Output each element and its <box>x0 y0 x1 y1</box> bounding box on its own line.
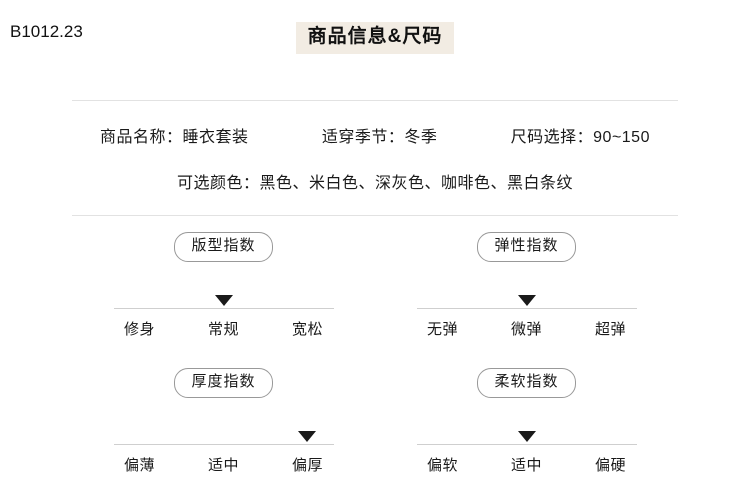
index-scale-thickness: 偏薄 适中 偏厚 <box>113 418 334 474</box>
index-scale-fit: 修身 常规 宽松 <box>113 282 334 338</box>
index-grid: 版型指数 修身 常规 宽松 弹性指数 无弹 微弹 超弹 厚度 <box>72 232 678 504</box>
scale-marker-thickness <box>298 430 317 442</box>
product-info-row-primary: 商品名称：睡衣套装 适穿季节：冬季 尺码选择：90~150 <box>72 123 678 147</box>
index-title-thickness: 厚度指数 <box>174 368 273 398</box>
colors-value: 黑色、米白色、深灰色、咖啡色、黑白条纹 <box>259 175 574 192</box>
index-title-elasticity: 弹性指数 <box>477 232 576 262</box>
scale-label-elasticity-2: 超弹 <box>594 320 626 338</box>
index-card-thickness: 厚度指数 偏薄 适中 偏厚 <box>72 368 375 504</box>
scale-line <box>113 443 334 445</box>
season-label: 适穿季节： <box>321 129 405 146</box>
index-card-fit: 版型指数 修身 常规 宽松 <box>72 232 375 368</box>
scale-label-softness-2: 偏硬 <box>594 456 626 474</box>
scale-marker-elasticity <box>517 294 536 306</box>
scale-label-elasticity-1: 微弹 <box>510 320 542 338</box>
scale-line <box>113 307 334 309</box>
scale-label-softness-0: 偏软 <box>426 456 458 474</box>
divider-top <box>72 100 678 101</box>
index-title-softness: 柔软指数 <box>477 368 576 398</box>
page-title: 商品信息&尺码 <box>295 22 455 54</box>
scale-line <box>416 307 637 309</box>
index-card-softness: 柔软指数 偏软 适中 偏硬 <box>375 368 678 504</box>
season-cell: 适穿季节：冬季 <box>322 123 438 147</box>
divider-bottom <box>72 215 678 216</box>
size-value: 90~150 <box>593 129 650 146</box>
scale-marker-fit <box>214 294 233 306</box>
season-value: 冬季 <box>404 129 438 146</box>
scale-label-fit-0: 修身 <box>123 320 155 338</box>
size-cell: 尺码选择：90~150 <box>511 123 650 147</box>
scale-label-fit-2: 宽松 <box>291 320 323 338</box>
index-card-elasticity: 弹性指数 无弹 微弹 超弹 <box>375 232 678 368</box>
page-title-wrapper: 商品信息&尺码 <box>0 22 750 54</box>
scale-label-elasticity-0: 无弹 <box>426 320 458 338</box>
index-title-fit: 版型指数 <box>174 232 273 262</box>
scale-label-softness-1: 适中 <box>510 456 542 474</box>
scale-label-thickness-0: 偏薄 <box>123 456 155 474</box>
index-scale-elasticity: 无弹 微弹 超弹 <box>416 282 637 338</box>
product-colors-row: 可选颜色：黑色、米白色、深灰色、咖啡色、黑白条纹 <box>72 169 678 193</box>
scale-label-thickness-1: 适中 <box>207 456 239 474</box>
colors-label: 可选颜色： <box>176 175 260 192</box>
scale-line <box>416 443 637 445</box>
product-name-label: 商品名称： <box>100 129 183 146</box>
product-name-cell: 商品名称：睡衣套装 <box>100 123 249 147</box>
scale-label-thickness-2: 偏厚 <box>291 456 323 474</box>
scale-marker-softness <box>517 430 536 442</box>
size-label: 尺码选择： <box>510 129 594 146</box>
product-info-block: 商品名称：睡衣套装 适穿季节：冬季 尺码选择：90~150 可选颜色：黑色、米白… <box>72 100 678 216</box>
product-name-value: 睡衣套装 <box>182 129 249 146</box>
sku-code: B1012.23 <box>10 22 83 41</box>
scale-label-fit-1: 常规 <box>207 320 239 338</box>
index-scale-softness: 偏软 适中 偏硬 <box>416 418 637 474</box>
